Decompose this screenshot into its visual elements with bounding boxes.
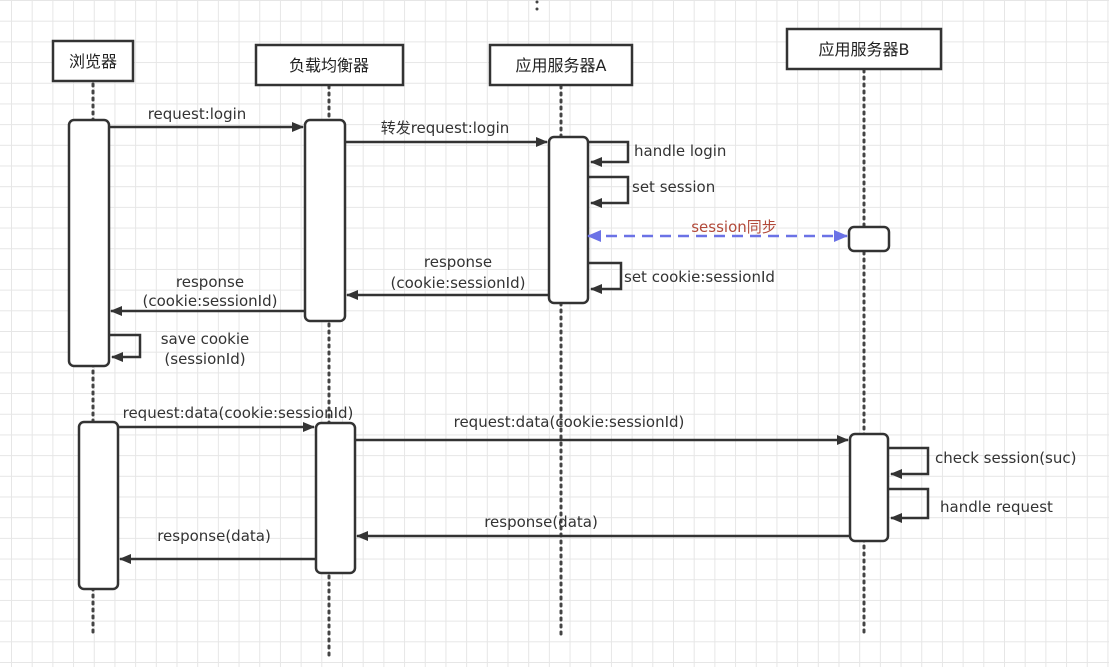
activation-appA-1[interactable] <box>547 135 590 305</box>
activation-lb-1[interactable] <box>303 118 347 323</box>
message-m5-session-sync[interactable]: session同步 <box>587 218 848 242</box>
message-label-line1: save cookie <box>161 330 250 348</box>
participant-browser[interactable]: 浏览器 <box>51 39 135 83</box>
message-m15[interactable]: response(data) <box>119 527 316 564</box>
activation-browser-1[interactable] <box>67 118 111 368</box>
activation-appB-1[interactable] <box>847 225 891 253</box>
message-label-line2: (cookie:sessionId) <box>143 292 278 310</box>
message-label-line2: (sessionId) <box>164 350 245 368</box>
message-m4[interactable]: set session <box>588 175 715 208</box>
message-label: 转发request:login <box>381 119 510 137</box>
top-dots <box>535 0 539 11</box>
message-label: response(data) <box>157 527 271 545</box>
message-m7[interactable]: response (cookie:sessionId) <box>346 253 549 300</box>
message-label-line1: response <box>176 273 244 291</box>
participant-lb[interactable]: 负载均衡器 <box>254 43 405 87</box>
message-label: handle request <box>940 498 1053 516</box>
message-label: check session(suc) <box>935 449 1076 467</box>
message-m3[interactable]: handle login <box>588 140 726 167</box>
participant-appB[interactable]: 应用服务器B <box>785 27 943 71</box>
message-label: set session <box>632 178 715 196</box>
message-m1[interactable]: request:login <box>109 105 304 132</box>
message-m10[interactable]: request:data(cookie:sessionId) <box>118 404 354 432</box>
message-m11[interactable]: request:data(cookie:sessionId) <box>355 413 849 445</box>
participant-label: 应用服务器A <box>516 56 607 75</box>
message-m2[interactable]: 转发request:login <box>345 119 548 147</box>
participant-label: 浏览器 <box>69 52 117 71</box>
participant-appA[interactable]: 应用服务器A <box>488 43 634 87</box>
message-m13[interactable]: handle request <box>888 487 1053 523</box>
message-m9[interactable]: save cookie (sessionId) <box>109 330 249 368</box>
message-label-line2: (cookie:sessionId) <box>391 274 526 292</box>
message-label: request:data(cookie:sessionId) <box>123 404 354 422</box>
message-label: request:login <box>148 105 247 123</box>
message-m6[interactable]: set cookie:sessionId <box>588 261 775 294</box>
participant-label: 应用服务器B <box>819 40 910 59</box>
message-label: response(data) <box>484 513 598 531</box>
activations <box>67 118 891 591</box>
message-label: handle login <box>634 142 726 160</box>
activation-browser-2[interactable] <box>77 420 120 591</box>
message-m12[interactable]: check session(suc) <box>888 446 1076 479</box>
message-label: session同步 <box>691 218 777 236</box>
message-m14[interactable]: response(data) <box>356 513 850 541</box>
participant-label: 负载均衡器 <box>289 56 369 75</box>
activation-appB-2[interactable] <box>848 432 890 543</box>
message-label-line1: response <box>424 253 492 271</box>
message-m8[interactable]: response (cookie:sessionId) <box>110 273 305 316</box>
activation-lb-2[interactable] <box>314 421 357 575</box>
message-label: set cookie:sessionId <box>624 268 775 286</box>
message-label: request:data(cookie:sessionId) <box>454 413 685 431</box>
